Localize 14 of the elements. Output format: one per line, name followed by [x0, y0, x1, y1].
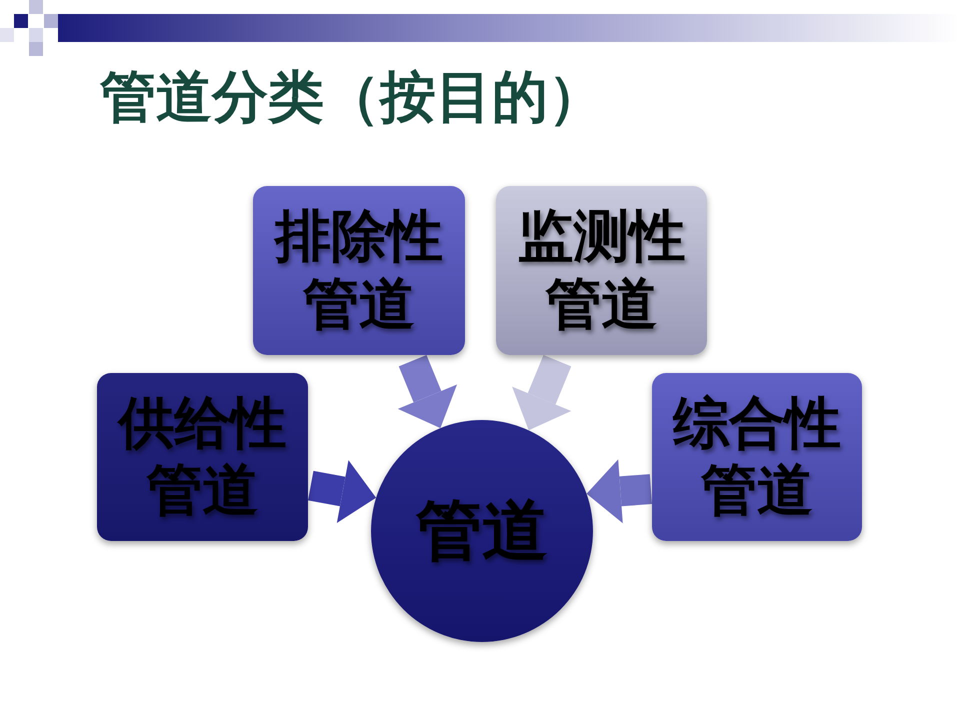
- arrow: [586, 459, 652, 524]
- node-label: 监测性管道: [516, 203, 686, 338]
- arrow: [308, 460, 376, 524]
- node-label: 综合性管道: [672, 390, 842, 524]
- category-box: [97, 373, 308, 541]
- node-label: 排除性管道: [272, 203, 444, 338]
- category-box: [253, 186, 465, 355]
- title: 管道分类（按目的）: [100, 64, 604, 132]
- node-label: 管道: [414, 491, 549, 571]
- node-label: 供给性管道: [116, 390, 288, 524]
- arrow: [398, 355, 458, 428]
- category-box: [652, 373, 862, 541]
- category-box: [496, 186, 707, 355]
- arrow: [512, 355, 572, 430]
